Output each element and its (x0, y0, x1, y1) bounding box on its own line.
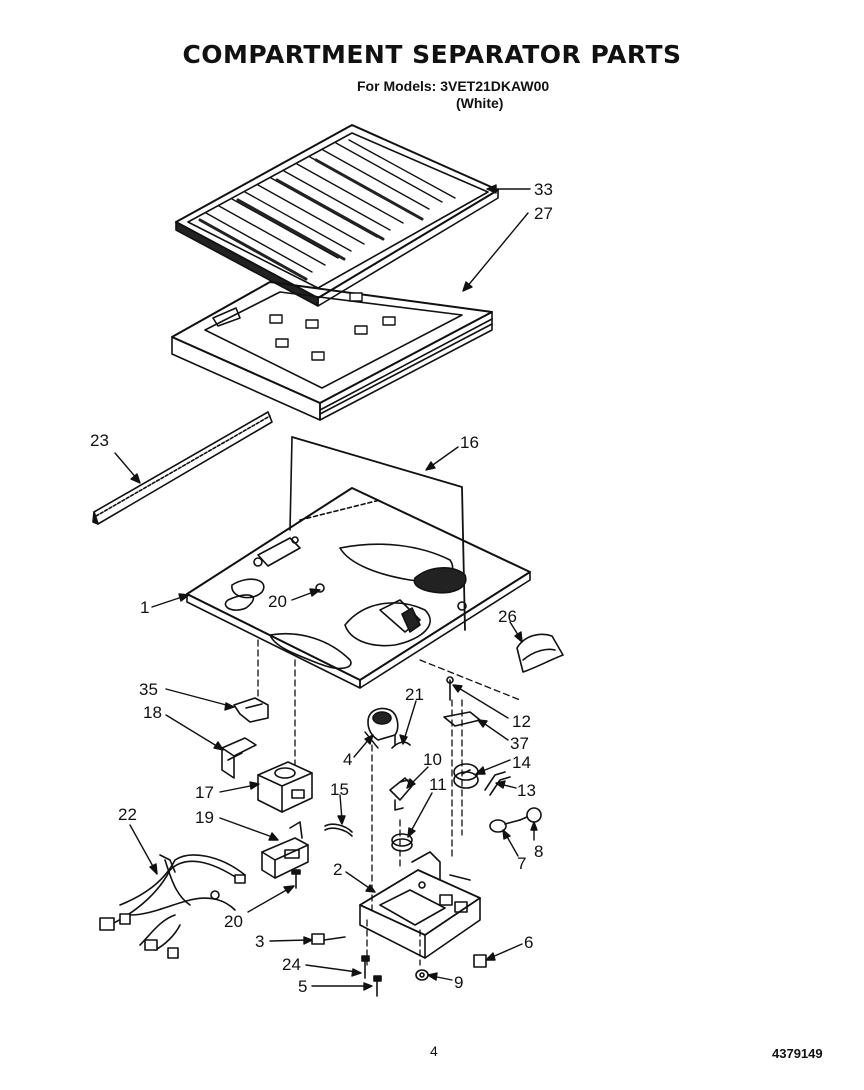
callout-15: 15 (330, 780, 349, 799)
part-13-tube (484, 771, 511, 796)
callout-26: 26 (498, 607, 517, 626)
callout-21: 21 (405, 685, 424, 704)
callout-19: 19 (195, 808, 214, 827)
callout-4: 4 (343, 750, 352, 769)
part-21-clip (391, 741, 411, 749)
part-4-damper (367, 707, 399, 746)
callout-6: 6 (524, 933, 533, 952)
callout-labels: 33 27 23 16 1 20 26 35 18 17 19 22 20 21… (90, 180, 553, 996)
callout-10: 10 (423, 750, 442, 769)
part-9-grommet (415, 969, 429, 981)
part-18-bracket (221, 737, 257, 779)
callout-37: 37 (510, 734, 529, 753)
part-1-separator-pan (186, 487, 531, 689)
callout-9: 9 (454, 973, 463, 992)
callout-8: 8 (534, 842, 543, 861)
callout-22: 22 (118, 805, 137, 824)
callout-16: 16 (460, 433, 479, 452)
part-11-grommet (391, 833, 413, 852)
callout-5: 5 (298, 977, 307, 996)
callout-23: 23 (90, 431, 109, 450)
part-5-screw (373, 975, 382, 997)
part-22-harness (99, 854, 246, 959)
callout-20-upper: 20 (268, 592, 287, 611)
callout-33: 33 (534, 180, 553, 199)
part-35-clip (233, 697, 269, 723)
callout-27: 27 (534, 204, 553, 223)
part-37-plate (443, 711, 481, 727)
callout-17: 17 (195, 783, 214, 802)
part-3-connector (311, 933, 346, 945)
leader-lines (114, 184, 538, 991)
part-27-frame (171, 281, 493, 421)
part-26-cover (516, 633, 564, 673)
callout-35: 35 (139, 680, 158, 699)
part-23-strip (92, 411, 273, 525)
callout-11: 11 (429, 775, 447, 794)
callout-14: 14 (512, 753, 531, 772)
callout-2: 2 (333, 860, 342, 879)
callout-12: 12 (512, 712, 531, 731)
part-16-heater-wire (289, 436, 466, 631)
part-24-screw (361, 955, 370, 979)
callout-3: 3 (255, 932, 264, 951)
part-8-terminal (519, 807, 542, 823)
part-7-sensor (489, 819, 521, 833)
part-6-connector (473, 954, 487, 968)
part-20-screw-upper (315, 583, 325, 593)
part-19-bracket (261, 821, 309, 889)
part-17-control (257, 761, 313, 813)
part-14-knob (453, 763, 479, 789)
part-2-base (359, 851, 481, 959)
callout-18: 18 (143, 703, 162, 722)
document-number: 4379149 (772, 1046, 823, 1061)
part-33-grille (175, 124, 499, 307)
callout-20-lower: 20 (224, 912, 243, 931)
models-line: For Models: 3VET21DKAW00 (357, 78, 550, 94)
callout-24: 24 (282, 955, 301, 974)
page-number: 4 (430, 1043, 438, 1059)
color-line: (White) (456, 95, 504, 111)
callout-7: 7 (517, 854, 526, 873)
part-12-screw (446, 676, 454, 701)
guide-lines (257, 639, 521, 966)
callout-1: 1 (140, 598, 149, 617)
page-title: COMPARTMENT SEPARATOR PARTS (182, 40, 682, 69)
callout-13: 13 (517, 781, 536, 800)
part-15-tube (324, 823, 353, 837)
